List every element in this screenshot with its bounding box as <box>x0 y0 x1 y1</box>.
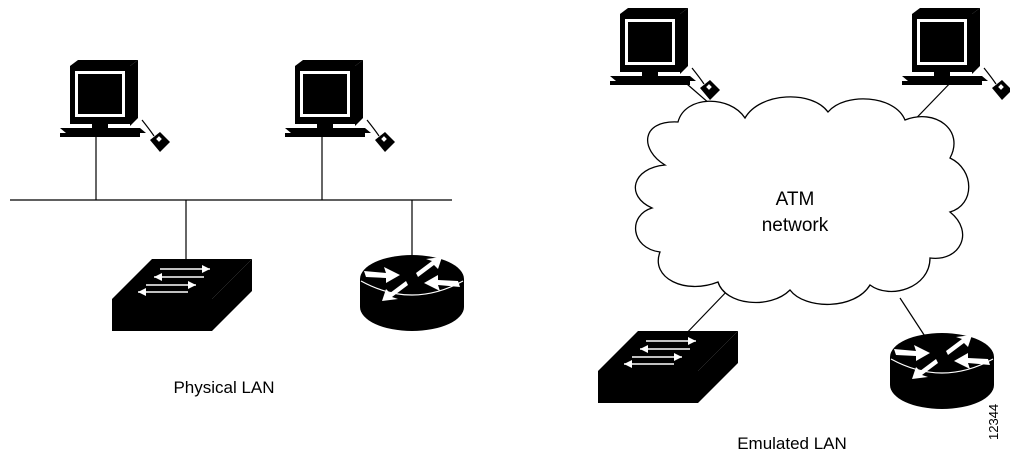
figure-id: 12344 <box>986 404 1001 440</box>
cloud-label-line1: ATM <box>776 189 815 210</box>
workstation-icon <box>284 59 396 153</box>
physical-lan-caption: Physical LAN <box>173 378 274 397</box>
router-icon <box>359 254 465 332</box>
physical-lan-diagram: Physical LAN <box>10 59 465 397</box>
lan-switch-icon <box>597 330 739 404</box>
cloud-label-line2: network <box>762 215 829 236</box>
router-icon <box>889 332 995 410</box>
workstation-icon <box>59 59 171 153</box>
workstation-icon <box>609 7 721 101</box>
workstation-icon <box>901 7 1010 101</box>
emulated-lan-diagram: ATM network Emulated LAN <box>597 7 1010 453</box>
lan-switch-icon <box>111 258 253 332</box>
cloud-icon <box>634 96 970 306</box>
emulated-lan-caption: Emulated LAN <box>737 434 847 453</box>
